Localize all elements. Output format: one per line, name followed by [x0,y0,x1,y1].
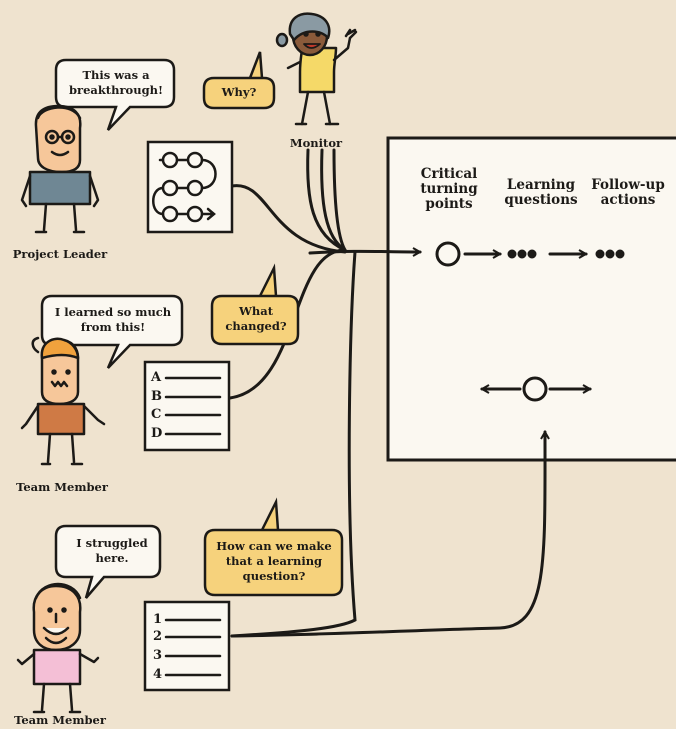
ellipsis-dot [527,249,537,259]
ellipsis-dot [595,249,605,259]
how-learning-question-text: How can we make that a learning question… [216,539,332,583]
letter-list [143,360,231,452]
team-member-1-figure [20,336,106,466]
list-number-2: 2 [153,629,163,644]
why-question-text: Why? [221,85,257,99]
leader-notes [146,140,234,234]
project-leader-figure [20,104,100,234]
column-critical-turning-points: Critical turning points [420,166,478,212]
team-member-2-figure [16,582,100,714]
ellipsis-dot [507,249,517,259]
monitor-label: Monitor [289,136,343,150]
leader-speech-bubble [54,58,176,131]
list-number-4: 4 [153,667,163,682]
why-bubble [202,51,276,110]
team-member-2-label: Team Member [14,713,106,727]
list-number-1: 1 [153,612,163,627]
center-node [522,376,548,402]
column-learning-questions: Learning questions [504,177,578,208]
list-letter-b: B [151,389,162,404]
learning-board [386,136,676,462]
ellipsis-dot [615,249,625,259]
number-list [143,600,231,692]
board-flow [435,241,625,402]
leader-speech-text: This was a breakthrough! [68,68,164,97]
member2-speech-text: I struggled here. [76,536,148,565]
member2-speech-bubble [54,524,162,599]
project-leader-label: Project Leader [12,247,108,261]
member1-speech-bubble [40,294,184,369]
column-follow-up-actions: Follow-up actions [591,177,665,208]
list-letter-d: D [151,426,163,441]
monitor-figure [275,12,358,126]
member1-speech-text: I learned so much from this! [54,305,172,334]
what-changed-question-text: What changed? [225,304,287,333]
list-letter-c: C [151,407,162,422]
turning-point-node [435,241,461,267]
list-number-3: 3 [153,648,163,663]
team-member-1-label: Team Member [16,480,108,494]
what-changed-bubble [210,263,300,346]
list-letter-a: A [151,370,162,385]
ellipsis-dot [517,249,527,259]
ellipsis-dot [605,249,615,259]
how-learning-bubble [203,497,344,597]
